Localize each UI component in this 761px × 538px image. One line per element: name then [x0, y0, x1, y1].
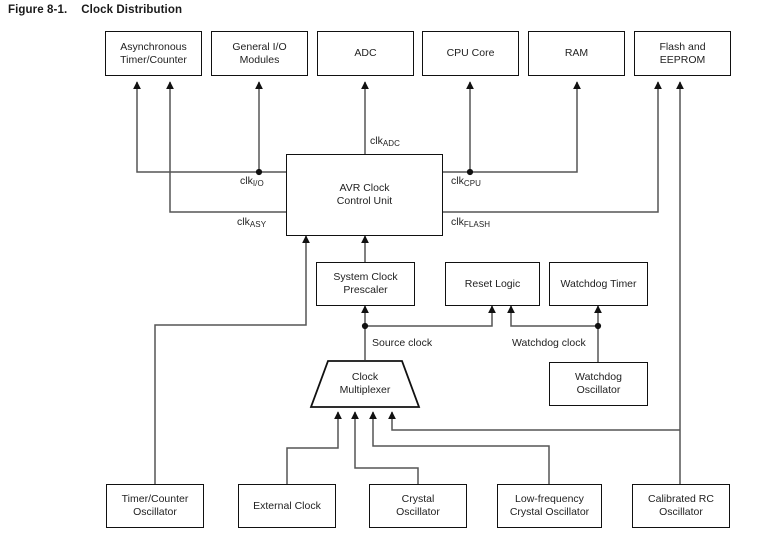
- label-clk-adc: clkADC: [370, 135, 400, 148]
- junction-dot-clk-cpu: [466, 168, 474, 176]
- block-label-line1: Asynchronous: [120, 40, 187, 53]
- block-label-line1: Low-frequency: [515, 493, 584, 505]
- block-adc[interactable]: ADC: [317, 31, 414, 76]
- wire-crystal-osc-to-mux: [351, 411, 419, 484]
- clk-base: clk: [451, 216, 464, 228]
- wire-watchdog-clock-to-reset-logic: [507, 305, 598, 327]
- figure-caption: Clock Distribution: [81, 4, 183, 16]
- block-label-line1: CPU Core: [446, 47, 495, 59]
- block-reset-logic[interactable]: Reset Logic: [445, 262, 540, 306]
- block-label-line2: Oscillator: [133, 506, 177, 518]
- junction-dot-watchdog-clock: [594, 322, 602, 330]
- clk-subscript: ADC: [382, 139, 401, 149]
- block-async-timer-counter[interactable]: Asynchronous Timer/Counter: [105, 31, 202, 76]
- label-source-clock: Source clock: [372, 337, 433, 349]
- multiplexer-shape: [309, 360, 421, 408]
- label-clk-asy: clkASY: [237, 216, 266, 229]
- block-cpu-core[interactable]: CPU Core: [422, 31, 519, 76]
- block-label-line1: Flash and: [659, 40, 706, 53]
- block-label-line2: Modules: [239, 53, 280, 66]
- block-watchdog-timer[interactable]: Watchdog Timer: [549, 262, 648, 306]
- wire-tc-osc-to-avr: [154, 235, 310, 484]
- clk-base: clk: [370, 135, 383, 147]
- control-unit-label-line2: Control Unit: [336, 195, 393, 207]
- figure-title: Figure 8-1. Clock Distribution: [8, 4, 182, 16]
- block-label-line1: RAM: [564, 47, 589, 59]
- block-label-line2: Prescaler: [343, 284, 388, 296]
- clk-base: clk: [237, 216, 250, 228]
- block-label-line1: ADC: [354, 47, 377, 59]
- block-label-line1: Calibrated RC: [648, 493, 714, 505]
- block-label-line1: General I/O: [232, 40, 287, 53]
- wire-clk-io-async: [133, 81, 286, 173]
- clk-subscript: ASY: [249, 220, 267, 230]
- label-watchdog-clock: Watchdog clock: [512, 337, 586, 349]
- block-label-line2: EEPROM: [659, 53, 706, 66]
- block-flash-and-eeprom[interactable]: Flash and EEPROM: [634, 31, 731, 76]
- wire-external-clock-to-mux: [286, 411, 342, 484]
- block-label-line1: External Clock: [253, 499, 321, 512]
- clk-base: clk: [240, 175, 253, 187]
- block-label-line2: Oscillator: [659, 506, 703, 518]
- clk-base: clk: [451, 175, 464, 187]
- wire-clk-flash: [443, 81, 662, 213]
- wire-clk-cpu-ram: [443, 81, 581, 173]
- multiplexer-label-line2: Multiplexer: [339, 384, 391, 396]
- block-label-line1: Watchdog: [575, 371, 622, 383]
- wire-lf-crystal-osc-to-mux: [369, 411, 550, 484]
- label-clk-io: clkI/O: [240, 175, 264, 188]
- block-clock-multiplexer[interactable]: Clock Multiplexer: [309, 360, 421, 408]
- block-timer-counter-oscillator[interactable]: Timer/Counter Oscillator: [106, 484, 204, 528]
- block-calibrated-rc-oscillator[interactable]: Calibrated RC Oscillator: [632, 484, 730, 528]
- control-unit-label-line1: AVR Clock: [339, 182, 390, 194]
- wire-clk-asy: [166, 81, 286, 213]
- block-label-line2: Timer/Counter: [120, 53, 187, 66]
- multiplexer-label-line1: Clock: [351, 371, 379, 383]
- block-external-clock[interactable]: External Clock: [238, 484, 336, 528]
- block-general-io-modules[interactable]: General I/O Modules: [211, 31, 308, 76]
- block-crystal-oscillator[interactable]: Crystal Oscillator: [369, 484, 467, 528]
- block-label-line1: Timer/Counter: [121, 493, 189, 505]
- block-ram[interactable]: RAM: [528, 31, 625, 76]
- clk-subscript: CPU: [463, 179, 482, 189]
- block-label-line1: System Clock: [333, 271, 398, 283]
- label-clk-flash: clkFLASH: [451, 216, 490, 229]
- block-label-line2: Crystal Oscillator: [509, 506, 590, 518]
- clk-subscript: FLASH: [463, 220, 491, 230]
- block-system-clock-prescaler[interactable]: System Clock Prescaler: [316, 262, 415, 306]
- junction-dot-clk-io: [255, 168, 263, 176]
- label-clk-cpu: clkCPU: [451, 175, 481, 188]
- block-low-frequency-crystal-oscillator[interactable]: Low-frequency Crystal Oscillator: [497, 484, 602, 528]
- block-label-line2: Oscillator: [396, 506, 440, 518]
- block-label-line1: Crystal: [401, 493, 435, 505]
- junction-dot-source-clock: [361, 322, 369, 330]
- block-label-line2: Oscillator: [576, 384, 621, 396]
- clk-subscript: I/O: [252, 179, 264, 189]
- block-avr-clock-control-unit[interactable]: AVR Clock Control Unit: [286, 154, 443, 236]
- block-label-line1: Watchdog Timer: [560, 277, 637, 290]
- block-watchdog-oscillator[interactable]: Watchdog Oscillator: [549, 362, 648, 406]
- figure-number: Figure 8-1.: [8, 4, 68, 16]
- wire-rc-osc-to-mux: [388, 411, 680, 431]
- wire-source-clock-to-reset-logic: [365, 305, 496, 327]
- block-label-line1: Reset Logic: [464, 277, 521, 290]
